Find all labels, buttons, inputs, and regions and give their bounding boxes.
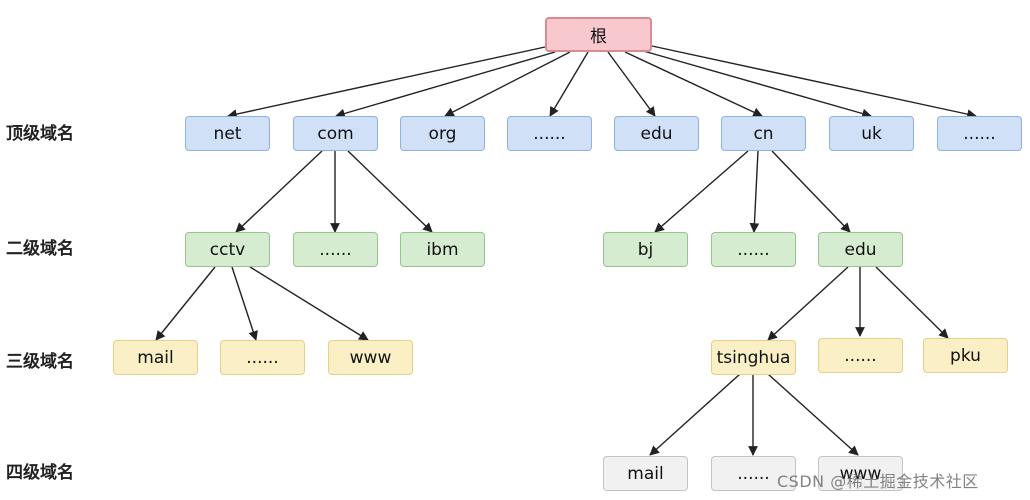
level-label-third: 三级域名 <box>6 352 74 372</box>
edge-edu-tsinghua <box>767 266 849 341</box>
level-label-fourth: 四级域名 <box>6 463 74 483</box>
node-cn-dots: ...... <box>711 232 796 267</box>
node-edu-dots: ...... <box>818 338 903 373</box>
node-root: 根 <box>545 17 652 52</box>
edge-root-top-dots-2 <box>651 45 977 119</box>
edge-cn-edu <box>771 150 851 233</box>
node-pku: pku <box>923 338 1008 373</box>
level-label-second: 二级域名 <box>6 239 74 259</box>
edge-cn-dots <box>749 150 760 233</box>
node-tsinghua: tsinghua <box>711 340 796 375</box>
watermark: CSDN @稀土掘金技术社区 <box>777 472 979 491</box>
edge-com-ibm <box>347 150 433 233</box>
node-top-dots-2: ...... <box>937 116 1022 151</box>
node-bj: bj <box>603 232 688 267</box>
node-cctv: cctv <box>185 232 270 267</box>
node-ibm: ibm <box>400 232 485 267</box>
edge-root-edu <box>607 51 656 117</box>
edge-root-com <box>335 51 556 119</box>
edge-tsinghua-mail <box>649 373 741 456</box>
node-www-cctv: www <box>328 340 413 375</box>
node-edu-top: edu <box>614 116 699 151</box>
node-cctv-dots: ...... <box>220 340 305 375</box>
node-net: net <box>185 116 270 151</box>
edge-root-uk <box>639 49 872 119</box>
edge-cctv-dots <box>231 266 258 341</box>
node-cn: cn <box>721 116 806 151</box>
node-tsinghua-dots: ...... <box>711 456 796 491</box>
node-com-dots: ...... <box>293 232 378 267</box>
edge-root-net <box>227 46 546 119</box>
node-top-dots-1: ...... <box>507 116 592 151</box>
edge-cctv-mail <box>155 266 216 341</box>
node-mail-tsinghua: mail <box>603 456 688 491</box>
edge-tsinghua-www <box>767 373 859 456</box>
node-com: com <box>293 116 378 151</box>
node-org: org <box>400 116 485 151</box>
edge-cctv-www <box>249 266 369 341</box>
edge-root-cn <box>624 51 763 117</box>
node-mail-cctv: mail <box>113 340 198 375</box>
node-uk: uk <box>829 116 914 151</box>
node-www-tsinghua: www <box>818 456 903 491</box>
edge-cn-bj <box>654 150 749 233</box>
edge-root-org <box>444 51 571 117</box>
level-label-top: 顶级域名 <box>6 124 74 144</box>
node-edu-cn: edu <box>818 232 903 267</box>
edge-edu-pku <box>875 266 949 339</box>
edge-com-cctv <box>235 150 323 233</box>
edge-root-top-dots-1 <box>549 51 589 117</box>
